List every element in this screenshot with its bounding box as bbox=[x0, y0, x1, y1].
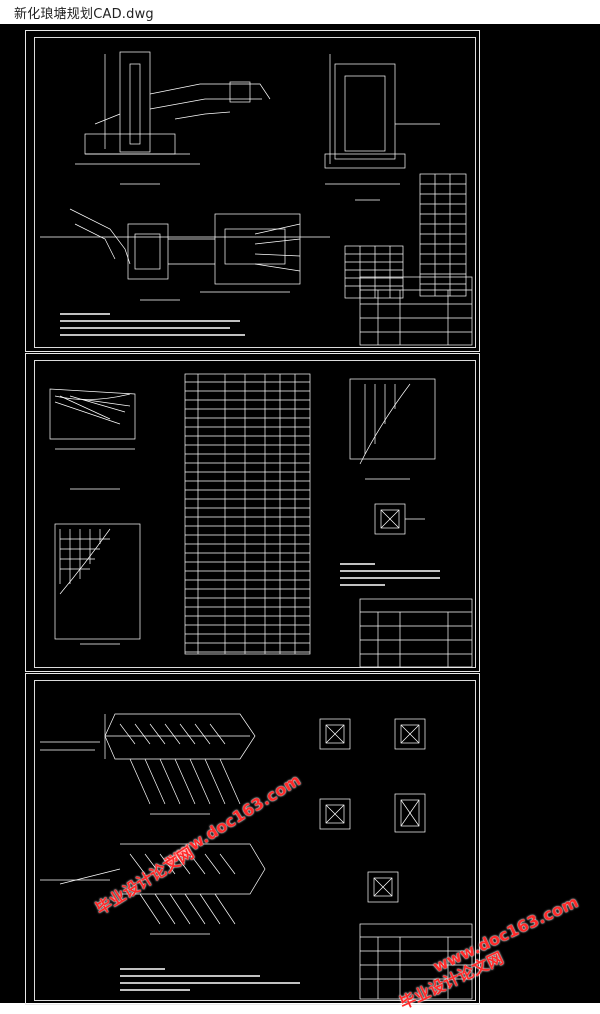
sheet2-table-rows bbox=[185, 381, 310, 653]
sheet-2-border bbox=[34, 360, 476, 668]
drawing-viewport[interactable]: www.doc163.com 毕业设计论文网 www.doc163.com 毕业… bbox=[0, 24, 600, 1013]
sheet2-grid-diagram bbox=[54, 523, 141, 645]
sheet3-notes bbox=[120, 968, 300, 991]
sheet3-detail-boxes bbox=[319, 718, 426, 903]
cad-linework bbox=[40, 51, 473, 1000]
sheet1-title-block bbox=[359, 276, 473, 346]
sheet2-rebar-table bbox=[184, 373, 311, 655]
sheet3-diagonal-beams bbox=[40, 713, 256, 815]
window-title: 新化琅塘规划CAD.dwg bbox=[14, 7, 154, 22]
sheet1-section-right bbox=[324, 54, 440, 201]
window-title-bar: 新化琅塘规划CAD.dwg bbox=[0, 0, 600, 24]
sheet1-material-table bbox=[344, 245, 404, 299]
sheet1-plan-view bbox=[40, 208, 330, 301]
sheet3-diagonal-beams-lower bbox=[40, 843, 266, 935]
sheet1-section-left bbox=[75, 51, 271, 185]
sheet2-title-block bbox=[359, 598, 473, 668]
sheet2-small-box bbox=[374, 503, 425, 535]
sheet-3-border bbox=[34, 680, 476, 1001]
drawing-sheet-2[interactable] bbox=[25, 353, 480, 672]
sheet1-notes bbox=[60, 313, 245, 336]
sheet3-title-block bbox=[359, 923, 473, 1000]
drawing-sheet-1[interactable] bbox=[25, 30, 480, 352]
sheet2-hatch-diagram bbox=[49, 388, 136, 490]
sheet2-right-diagram bbox=[349, 378, 436, 480]
sheet1-right-table bbox=[419, 173, 467, 297]
sheet2-notes bbox=[340, 563, 440, 586]
sheet-1-border bbox=[34, 37, 476, 348]
